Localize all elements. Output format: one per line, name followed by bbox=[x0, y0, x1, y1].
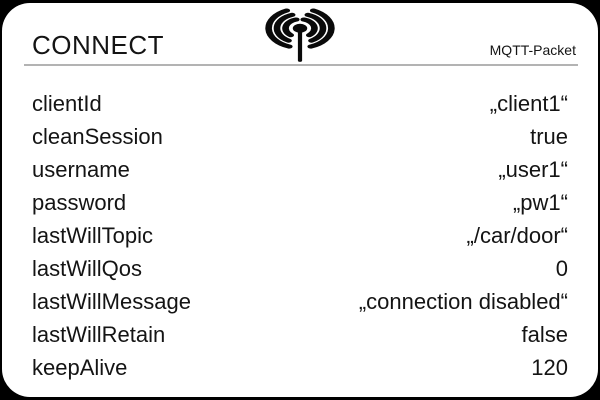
packet-type-title: CONNECT bbox=[32, 30, 165, 60]
field-key: password bbox=[32, 190, 127, 215]
field-row: lastWillTopic „/car/door“ bbox=[32, 219, 568, 252]
field-key: cleanSession bbox=[32, 124, 163, 149]
field-key: keepAlive bbox=[32, 355, 128, 380]
field-row: lastWillMessage „connection disabled“ bbox=[32, 285, 568, 318]
field-value: false bbox=[521, 322, 568, 347]
field-value: „client1“ bbox=[489, 91, 568, 116]
field-value: 0 bbox=[555, 256, 568, 281]
broadcast-antenna-icon bbox=[259, 8, 341, 67]
card-header: CONNECT MQTT-Packet bbox=[2, 3, 598, 67]
field-row: lastWillRetain false bbox=[32, 318, 568, 351]
field-row: clientId „client1“ bbox=[32, 87, 568, 120]
field-value: „pw1“ bbox=[512, 190, 568, 215]
field-value: true bbox=[530, 124, 568, 149]
header-divider bbox=[24, 64, 578, 66]
packet-kind-label: MQTT-Packet bbox=[489, 42, 576, 58]
field-key: clientId bbox=[32, 91, 102, 116]
field-key: lastWillMessage bbox=[32, 289, 191, 314]
mqtt-packet-card: CONNECT MQTT-Packet clientId „client1“ c… bbox=[2, 3, 598, 397]
field-value: „user1“ bbox=[498, 157, 568, 182]
field-row: lastWillQos 0 bbox=[32, 252, 568, 285]
field-row: password „pw1“ bbox=[32, 186, 568, 219]
field-key: lastWillQos bbox=[32, 256, 143, 281]
field-key: lastWillRetain bbox=[32, 322, 166, 347]
field-row: username „user1“ bbox=[32, 153, 568, 186]
field-key: username bbox=[32, 157, 130, 182]
field-list: clientId „client1“ cleanSession true use… bbox=[32, 87, 568, 384]
field-row: keepAlive 120 bbox=[32, 351, 568, 384]
field-key: lastWillTopic bbox=[32, 223, 154, 248]
field-value: „connection disabled“ bbox=[358, 289, 568, 314]
field-row: cleanSession true bbox=[32, 120, 568, 153]
field-value: „/car/door“ bbox=[466, 223, 568, 248]
field-value: 120 bbox=[531, 355, 568, 380]
